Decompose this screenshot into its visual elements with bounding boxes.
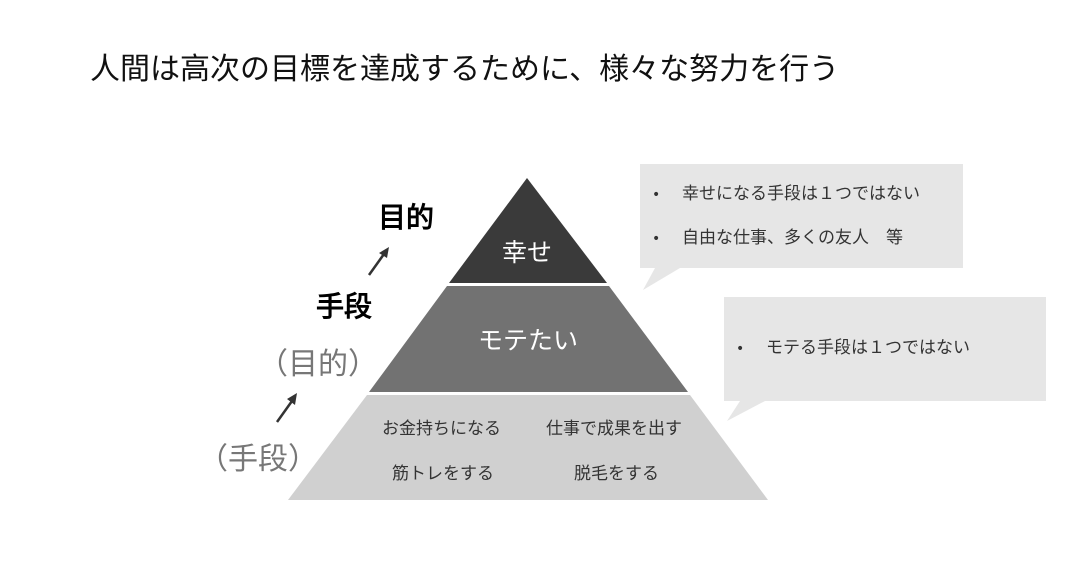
tier-bottom-item: お金持ちになる [382,419,501,439]
tier-bottom-item: 筋トレをする [392,464,494,484]
callout-tail-1 [643,268,680,290]
label-goal: 目的 [378,201,435,234]
pyramid-tier-top [449,178,607,283]
callout-tail-2 [727,401,765,421]
pyramid-tier-bottom [288,395,768,500]
tier-middle-label: モテたい [477,326,578,355]
label-means: 手段 [316,290,373,323]
arrow-upper-head [379,247,389,258]
tier-bottom-item: 脱毛をする [574,464,659,484]
tier-bottom-item: 仕事で成果を出す [546,419,682,439]
label-means-paren: （手段） [198,442,318,477]
arrow-lower [275,400,294,423]
callout-bullet: モテる手段は１つではない [724,326,1046,370]
arrow-lower-head [287,393,297,405]
callout-popularity: モテる手段は１つではない [724,297,1046,401]
pyramid-tier-middle [369,286,688,392]
label-goal-paren: （目的） [258,347,378,382]
callout-bullet: 幸せになる手段は１つではない [640,172,963,216]
tier-top-label: 幸せ [501,238,552,267]
callout-happiness: 幸せになる手段は１つではない 自由な仕事、多くの友人 等 [640,164,963,268]
slide-title: 人間は高次の目標を達成するために、様々な努力を行う [90,52,840,87]
arrow-upper [367,253,386,276]
callout-bullet: 自由な仕事、多くの友人 等 [640,216,963,260]
